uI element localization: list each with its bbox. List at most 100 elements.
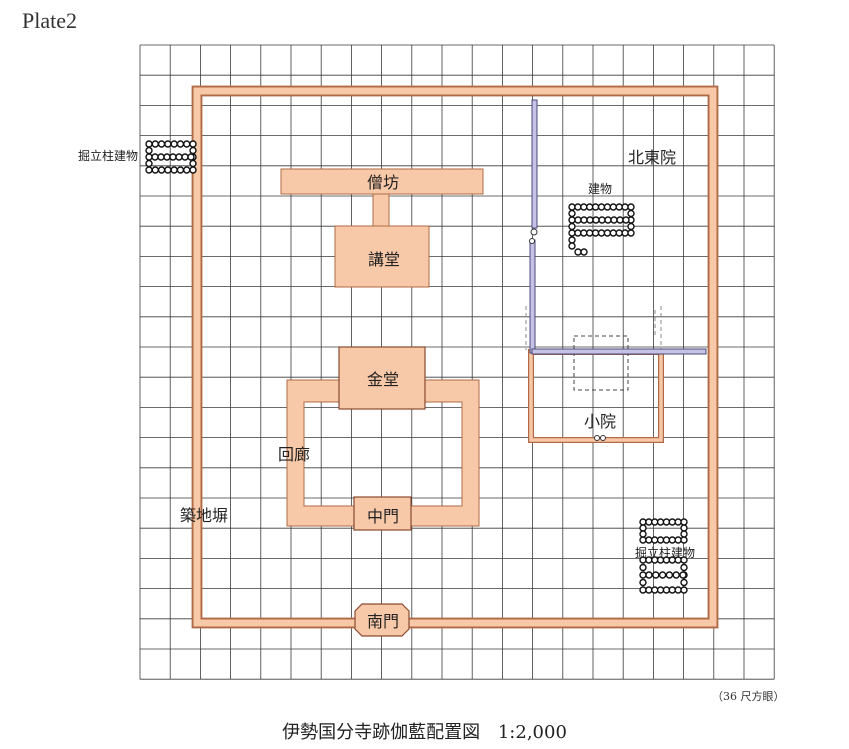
posthole: [651, 586, 659, 594]
posthole: [187, 153, 195, 161]
posthole: [656, 518, 665, 526]
posthole: [157, 140, 166, 148]
posthole: [176, 140, 185, 148]
posthole: [568, 216, 576, 224]
posthole: [651, 518, 659, 526]
posthole: [680, 578, 688, 587]
posthole: [580, 229, 588, 237]
posthole: [597, 229, 606, 237]
posthole: [668, 586, 676, 594]
posthole: [181, 153, 189, 161]
posthole: [574, 216, 582, 224]
posthole: [591, 203, 600, 211]
posthole: [163, 153, 171, 161]
posthole: [591, 229, 600, 237]
posthole: [639, 536, 647, 544]
posthole: [574, 248, 582, 256]
posthole: [662, 536, 671, 544]
kodo-label: 講堂: [368, 250, 400, 269]
posthole: [680, 530, 688, 538]
posthole: [615, 203, 623, 211]
posthole: [183, 140, 191, 148]
posthole: [609, 203, 617, 211]
hottate-west-postholes: [145, 140, 197, 174]
sobo-label: 僧坊: [367, 173, 399, 192]
posthole: [586, 203, 594, 211]
posthole: [656, 536, 665, 544]
posthole: [170, 166, 178, 174]
posthole: [568, 229, 576, 237]
hokutoin-label: 北東院: [628, 148, 676, 167]
kodo-building: [334, 225, 430, 288]
posthole: [621, 229, 629, 237]
posthole: [580, 203, 588, 211]
posthole: [627, 229, 635, 237]
posthole: [592, 216, 600, 224]
posthole: [639, 518, 647, 526]
posthole: [597, 203, 606, 211]
posthole: [680, 524, 688, 532]
posthole: [639, 563, 647, 572]
posthole: [609, 229, 617, 237]
posthole: [662, 586, 671, 594]
grid-unit-note: （36 尺方眼）: [712, 690, 785, 703]
sobo-building: [280, 168, 484, 195]
posthole: [645, 571, 653, 579]
posthole: [627, 209, 635, 218]
posthole: [169, 153, 177, 161]
hottate-west-label: 掘立柱建物: [78, 148, 138, 163]
ditch-lines: [529, 99, 707, 355]
posthole: [145, 140, 153, 148]
posthole: [164, 166, 172, 174]
posthole: [170, 140, 178, 148]
posthole: [680, 563, 688, 572]
posthole: [189, 140, 197, 148]
posthole: [586, 216, 594, 224]
caption-scale: 1:2,000: [497, 722, 567, 743]
posthole: [639, 530, 647, 538]
caption-title: 伊勢国分寺跡伽藍配置図: [282, 722, 481, 743]
posthole: [598, 216, 606, 224]
shoin-label: 小院: [584, 412, 616, 431]
kondo-label: 金堂: [367, 370, 399, 389]
chumon-label: 中門: [367, 507, 399, 526]
posthole: [151, 140, 159, 148]
posthole: [639, 524, 647, 532]
posthole: [189, 146, 197, 155]
posthole: [603, 203, 612, 211]
posthole: [674, 536, 682, 544]
posthole: [674, 586, 682, 594]
posthole: [580, 216, 588, 224]
kenbutsu-postholes: [568, 203, 635, 256]
posthole: [183, 166, 191, 174]
posthole: [656, 586, 665, 594]
posthole: [658, 571, 667, 579]
hottate-southeast-label: 掘立柱建物: [635, 545, 695, 560]
chumon-gate: [353, 496, 412, 531]
posthole: [568, 236, 576, 244]
posthole: [604, 216, 612, 224]
posthole: [645, 536, 653, 544]
kondo-building: [338, 346, 426, 410]
posthole: [651, 536, 659, 544]
posthole: [151, 153, 159, 161]
hottate-southeast-postholes: [639, 518, 688, 594]
posthole: [680, 586, 688, 594]
posthole: [627, 222, 635, 231]
posthole: [679, 571, 687, 579]
shoin-inner-building: [573, 335, 629, 391]
posthole: [615, 229, 623, 237]
outer-wall: [191, 85, 719, 629]
posthole: [189, 166, 197, 174]
posthole: [580, 248, 588, 256]
posthole: [586, 229, 594, 237]
sobo-connector: [372, 193, 390, 227]
posthole: [662, 518, 671, 526]
tsuijibei-label: 築地塀: [180, 506, 228, 525]
posthole: [627, 203, 635, 211]
posthole: [568, 242, 576, 250]
posthole: [145, 166, 153, 174]
posthole: [665, 571, 674, 579]
posthole: [616, 216, 624, 224]
posthole: [639, 571, 647, 579]
